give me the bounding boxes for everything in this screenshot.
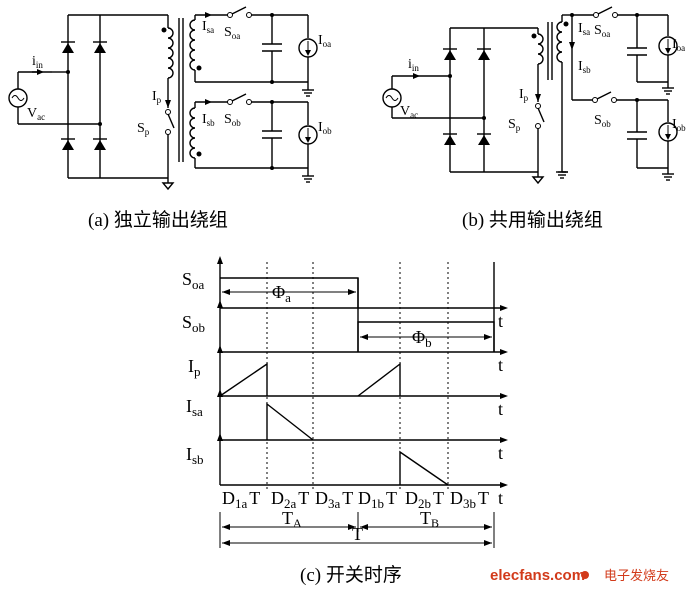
- svg-text:Sp: Sp: [508, 117, 521, 133]
- interval-d2a: D: [271, 488, 284, 508]
- circuit-a: iin Vac Ip Sp: [8, 6, 332, 191]
- label-i-sb-b: I: [578, 59, 583, 74]
- label-t-b: T: [420, 508, 431, 528]
- label-s-oa-a: S: [224, 25, 232, 40]
- label-s-oa-b: S: [594, 23, 602, 38]
- label-v-ac-a: V: [27, 106, 37, 121]
- watermark: elecfans.com 电子发烧友: [490, 567, 669, 584]
- interval-d3b: D: [450, 488, 463, 508]
- svg-text:Soa: Soa: [182, 269, 205, 292]
- label-s-p-b: S: [508, 117, 516, 132]
- svg-text:TB: TB: [420, 508, 439, 530]
- svg-text:Iob: Iob: [318, 120, 332, 136]
- interval-d2b: D: [405, 488, 418, 508]
- label-phi-a: Φ: [272, 282, 285, 302]
- svg-text:iin: iin: [408, 57, 419, 73]
- label-i-p-a: I: [152, 89, 157, 104]
- label-i-sa-b: I: [578, 21, 583, 36]
- svg-text:TA: TA: [282, 508, 302, 530]
- waveform-i-sb: [399, 450, 449, 486]
- svg-text:Iob: Iob: [672, 117, 686, 133]
- row-label-i-sa: I: [186, 396, 192, 416]
- timing-diagram: Soa Sob Ip Isa Isb: [182, 256, 508, 548]
- svg-text:Isa: Isa: [202, 19, 214, 35]
- secondary-winding-a: [189, 19, 196, 71]
- interval-d1a: D: [222, 488, 235, 508]
- circuit-b: iin Vac Ip Sp: [382, 6, 686, 185]
- label-phi-b: Φ: [412, 327, 425, 347]
- label-i-oa-a: I: [318, 33, 323, 48]
- svg-text:Ip: Ip: [519, 87, 529, 103]
- svg-text:Sob: Sob: [594, 113, 611, 129]
- caption-a: (a) 独立输出绕组: [88, 209, 228, 231]
- svg-text:Isb: Isb: [202, 112, 215, 128]
- caption-b: (b) 共用输出绕组: [462, 209, 603, 231]
- row-label-i-p: I: [188, 356, 194, 376]
- axis-t-3: t: [498, 399, 503, 419]
- svg-text:Φa: Φa: [272, 282, 291, 305]
- watermark-site: elecfans.com: [490, 567, 585, 584]
- svg-text:Isb: Isb: [186, 444, 204, 467]
- svg-text:Ioa: Ioa: [318, 33, 331, 49]
- svg-text:Sob: Sob: [182, 312, 205, 335]
- diode-a2: [93, 41, 107, 53]
- axis-t-2: t: [498, 355, 503, 375]
- secondary-winding-b: [189, 107, 196, 159]
- secondary-winding-common: [556, 21, 563, 63]
- axis-t-4: t: [498, 443, 503, 463]
- diode-a3: [61, 138, 75, 150]
- svg-text:Isb: Isb: [578, 59, 591, 75]
- diode-a1: [61, 41, 75, 53]
- label-t-a: T: [282, 508, 293, 528]
- svg-text:Vac: Vac: [27, 106, 45, 122]
- svg-text:Ioa: Ioa: [672, 37, 685, 53]
- watermark-cn: 电子发烧友: [604, 568, 669, 584]
- caption-c: (c) 开关时序: [300, 564, 402, 586]
- label-s-ob-a: S: [224, 112, 232, 127]
- primary-winding-a: [167, 27, 174, 79]
- svg-text:Ip: Ip: [152, 89, 162, 105]
- svg-text:Sob: Sob: [224, 112, 241, 128]
- interval-d3a: D: [315, 488, 328, 508]
- label-s-p-a: S: [137, 121, 145, 136]
- label-i-sa-a: I: [202, 19, 207, 34]
- row-label-s-ob: S: [182, 312, 192, 332]
- row-label-s-oa: S: [182, 269, 192, 289]
- svg-text:Ip: Ip: [188, 356, 201, 379]
- label-i-oa-b: I: [672, 37, 677, 52]
- svg-text:Vac: Vac: [400, 104, 418, 120]
- waveform-i-sa: [266, 402, 314, 441]
- svg-text:Soa: Soa: [224, 25, 240, 41]
- label-v-ac-b: V: [400, 104, 410, 119]
- svg-text:Isa: Isa: [578, 21, 590, 37]
- label-i-in-b: i: [408, 57, 412, 72]
- label-i-in-a: i: [32, 54, 36, 69]
- svg-text:iin: iin: [32, 54, 43, 70]
- svg-text:Φb: Φb: [412, 327, 432, 350]
- primary-winding-b: [537, 33, 544, 65]
- row-label-i-sb: I: [186, 444, 192, 464]
- svg-text:Sp: Sp: [137, 121, 150, 137]
- waveform-i-p-a: [219, 362, 268, 397]
- waveform-i-p-b: [357, 362, 401, 397]
- label-s-ob-b: S: [594, 113, 602, 128]
- label-i-ob-a: I: [318, 120, 323, 135]
- interval-d1b: D: [358, 488, 371, 508]
- axis-t-5: t: [498, 488, 503, 508]
- label-i-p-b: I: [519, 87, 524, 102]
- label-i-sb-a: I: [202, 112, 207, 127]
- label-i-ob-b: I: [672, 117, 677, 132]
- svg-text:Isa: Isa: [186, 396, 203, 419]
- svg-text:Soa: Soa: [594, 23, 610, 39]
- label-t-total: T: [352, 524, 363, 544]
- axis-t-1: t: [498, 311, 503, 331]
- diode-a4: [93, 138, 107, 150]
